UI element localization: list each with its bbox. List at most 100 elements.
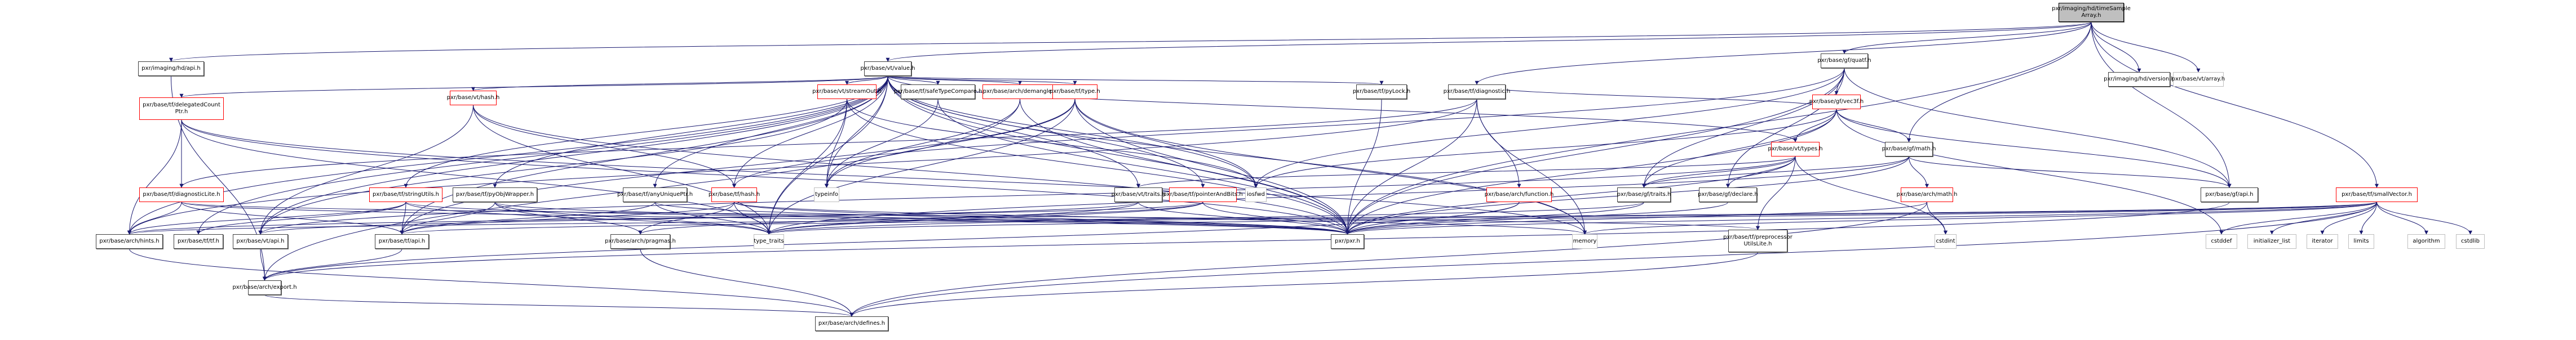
node-label: memory [1573, 238, 1597, 244]
node-label: pxr/imaging/hd/version.h [2104, 76, 2175, 82]
node-label: pxr/base/tf/stringUtils.h [373, 191, 439, 198]
edge-ptrbits-to-pragmas [638, 202, 1203, 235]
edge-vthash-to-tfhash [473, 105, 736, 188]
graph-node-streamout[interactable]: pxr/base/vt/streamOut.h [812, 84, 882, 99]
graph-node-gfmath[interactable]: pxr/base/gf/math.h [1882, 142, 1936, 156]
edge-anyunique-to-pxr [654, 202, 1349, 235]
edge-pyobj-to-typetraits [494, 202, 771, 235]
graph-node-pxr[interactable]: pxr/pxr.h [1331, 234, 1364, 249]
graph-node-vtvalue[interactable]: pxr/base/vt/value.h [861, 61, 915, 76]
edge-root-to-hdapi [169, 21, 2092, 62]
graph-node-pylock[interactable]: pxr/base/tf/pyLock.h [1353, 84, 1410, 99]
edge-vtvalue-to-demangle [887, 75, 1022, 85]
graph-node-gftraits[interactable]: pxr/base/gf/traits.h [1617, 187, 1671, 202]
graph-node-anyunique[interactable]: pxr/base/tf/anyUniquePtr.h [617, 187, 693, 202]
graph-node-vttraits[interactable]: pxr/base/vt/traits.h [1112, 187, 1165, 202]
edge-root-to-tfdiag [1475, 21, 2092, 85]
graph-node-vtarray: pxr/base/vt/array.h [2171, 72, 2225, 87]
graph-node-hdapi[interactable]: pxr/imaging/hd/api.h [138, 61, 204, 76]
edge-smallvec-to-tfapi [400, 202, 2377, 235]
graph-node-vthash[interactable]: pxr/base/vt/hash.h [446, 91, 500, 105]
graph-node-algorithm: algorithm [2407, 234, 2445, 249]
edge-tftype-to-iosfwd [1074, 99, 1258, 188]
graph-node-stringutils[interactable]: pxr/base/tf/stringUtils.h [369, 187, 442, 202]
edge-vtvalue-to-vthash [471, 75, 888, 91]
edge-root-to-hdversion [2091, 21, 2141, 73]
edge-delegated-to-pxr [181, 119, 1349, 235]
graph-node-hdversion[interactable]: pxr/imaging/hd/version.h [2104, 72, 2175, 87]
edge-tfdiag-to-hints [127, 99, 1477, 235]
edge-quatf-to-gfapi [1844, 68, 2232, 188]
edge-tfapi-to-export [263, 248, 402, 281]
graph-node-tfhash[interactable]: pxr/base/tf/hash.h [708, 187, 760, 202]
graph-node-pragmas[interactable]: pxr/base/arch/pragmas.h [605, 234, 676, 249]
graph-node-ptrbits[interactable]: pxr/base/tf/pointerAndBits.h [1163, 187, 1243, 202]
graph-node-smallvec[interactable]: pxr/base/tf/smallVector.h [2336, 187, 2418, 202]
edge-gfmath-to-gftraits [1642, 156, 1909, 188]
edge-pylock-to-pxr [1345, 99, 1382, 235]
node-label: pxr/base/tf/diagnosticLite.h [143, 191, 220, 198]
edge-vttypes-to-gfdeclare [1726, 156, 1796, 188]
graph-node-vec3f[interactable]: pxr/base/gf/vec3f.h [1809, 95, 1864, 109]
edge-root-to-gfmath [1907, 21, 2092, 142]
graph-node-defines[interactable]: pxr/base/arch/defines.h [815, 316, 888, 331]
graph-node-pyobj[interactable]: pxr/base/tf/pyObjWrapper.h [453, 187, 537, 202]
node-label: pxr/base/vt/streamOut.h [812, 88, 882, 95]
graph-node-archfunc[interactable]: pxr/base/arch/function.h [1485, 187, 1553, 202]
graph-node-gfapi[interactable]: pxr/base/gf/api.h [2201, 187, 2258, 202]
edge-quatf-to-gftraits [1642, 68, 1845, 188]
graph-node-tfdiag[interactable]: pxr/base/tf/diagnostic.h [1444, 84, 1510, 99]
graph-node-gfdeclare[interactable]: pxr/base/gf/declare.h [1698, 187, 1758, 202]
graph-node-tftf[interactable]: pxr/base/tf/tf.h [174, 234, 223, 249]
graph-node-vtapi[interactable]: pxr/base/vt/api.h [233, 234, 288, 249]
node-label: pxr/base/arch/export.h [232, 284, 297, 290]
node-label: pxr/base/arch/math.h [1896, 191, 1958, 198]
edge-tftype-to-memory [1074, 99, 1587, 235]
edge-delegated-to-hints [127, 119, 182, 235]
edge-demangle-to-typeinfo [825, 99, 1020, 188]
edge-vttypes-to-gftraits [1642, 156, 1796, 188]
node-label: pxr/base/vt/array.h [2171, 76, 2225, 82]
edge-smallvec-to-memory [1583, 202, 2377, 235]
edge-archmath-to-defines [849, 202, 1927, 317]
node-label: pxr/pxr.h [1335, 238, 1360, 244]
edge-smallvec-to-pxr [1345, 202, 2377, 235]
edge-vtvalue-to-typetraits [767, 75, 888, 235]
edge-smallvec-to-limits [2359, 202, 2377, 235]
edge-delegated-to-memory [181, 119, 1587, 235]
edge-tftype-to-typetraits [767, 99, 1075, 235]
edge-vec3f-to-tfdiag [1475, 84, 1837, 110]
edge-gftraits-to-pxr [1345, 202, 1644, 235]
edge-smallvec-to-hints [127, 202, 2377, 235]
edge-diaglite-to-tfapi [181, 202, 404, 235]
node-label: pxr/base/tf/anyUniquePtr.h [617, 191, 693, 198]
edge-root-to-quatf [1842, 21, 2092, 54]
graph-node-iosfwd: iosfwd [1245, 187, 1267, 202]
graph-node-preproc[interactable]: pxr/base/tf/preprocessor UtilsLite.h [1723, 230, 1792, 252]
graph-node-hints[interactable]: pxr/base/arch/hints.h [96, 234, 163, 249]
node-label: pxr/base/tf/hash.h [708, 191, 760, 198]
node-label: pxr/base/tf/smallVector.h [2342, 191, 2412, 198]
graph-node-export[interactable]: pxr/base/arch/export.h [232, 280, 297, 295]
graph-node-tftype[interactable]: pxr/base/tf/type.h [1050, 84, 1100, 99]
node-label: pxr/base/tf/pointerAndBits.h [1163, 191, 1243, 198]
graph-node-iterator: iterator [2307, 234, 2338, 249]
node-label: pxr/imaging/hd/api.h [141, 65, 201, 71]
graph-node-delegated[interactable]: pxr/base/tf/delegatedCount Ptr.h [139, 97, 224, 120]
edge-streamout-to-iosfwd [847, 99, 1258, 188]
edge-vttypes-to-vttraits [1136, 156, 1796, 188]
graph-node-vttypes[interactable]: pxr/base/vt/types.h [1768, 142, 1823, 156]
graph-node-archmath[interactable]: pxr/base/arch/math.h [1897, 187, 1957, 202]
graph-node-root[interactable]: pxr/imaging/hd/timeSample Array.h [2052, 3, 2131, 22]
node-label: pxr/base/vt/hash.h [446, 95, 500, 101]
graph-node-safetype[interactable]: pxr/base/tf/safeTypeCompare.h [894, 84, 982, 99]
graph-node-quatf[interactable]: pxr/base/gf/quatf.h [1817, 53, 1871, 68]
graph-node-tfapi[interactable]: pxr/base/tf/api.h [375, 234, 429, 249]
edge-diaglite-to-hints [127, 202, 182, 235]
edge-tfdiag-to-diaglite [179, 99, 1477, 188]
graph-node-diaglite[interactable]: pxr/base/tf/diagnosticLite.h [139, 187, 224, 202]
node-label: pxr/base/gf/declare.h [1698, 191, 1758, 198]
graph-node-demangle[interactable]: pxr/base/arch/demangle.h [982, 84, 1057, 99]
edge-ptrbits-to-typetraits [767, 202, 1203, 235]
